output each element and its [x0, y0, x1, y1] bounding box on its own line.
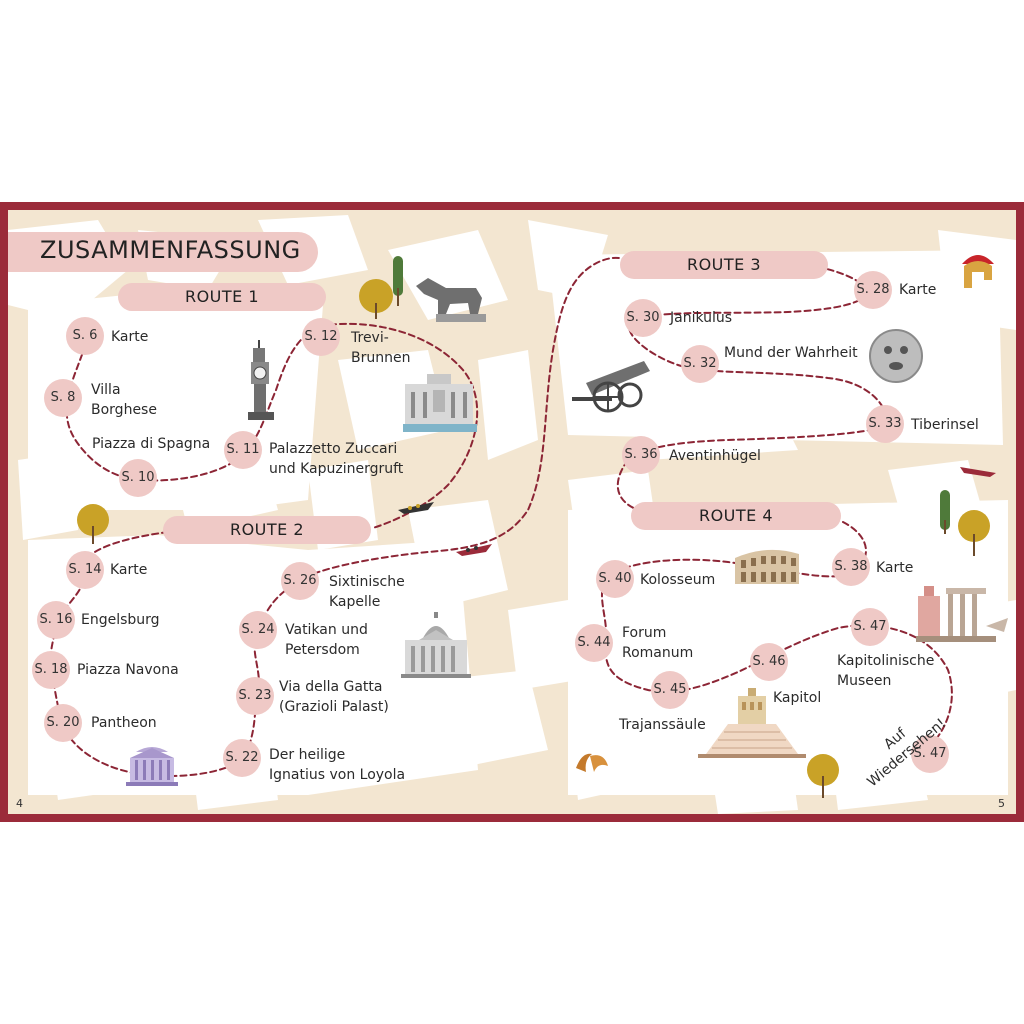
stop-label: Pantheon — [91, 715, 157, 731]
tree-icon — [940, 490, 990, 556]
page-node: S. 32 — [681, 345, 719, 383]
stop-label: Petersdom — [285, 642, 360, 658]
page-number-left: 4 — [16, 797, 23, 810]
stop-label: Museen — [837, 673, 892, 689]
stop-label: Romanum — [622, 645, 694, 661]
page-node: S. 10 — [119, 459, 157, 497]
page-node: S. 26 — [281, 562, 319, 600]
tree-icon — [807, 754, 839, 798]
route-2-banner: ROUTE 2 — [163, 516, 371, 544]
stop-label: Piazza di Spagna — [92, 436, 211, 452]
roman-helmet-icon — [962, 255, 994, 288]
stop-label: Sixtinische — [329, 574, 405, 590]
page-node: S. 11 — [224, 431, 262, 469]
page-title: ZUSAMMENFASSUNG — [40, 236, 301, 264]
stop-label: Brunnen — [351, 350, 411, 366]
stop-label: Kolosseum — [640, 572, 716, 588]
stop-label: Trevi- — [351, 330, 389, 346]
stop-label: Karte — [876, 560, 914, 576]
stop-label: Aventinhügel — [669, 448, 761, 464]
mouth-of-truth-icon — [869, 329, 923, 383]
tree-icon — [77, 504, 109, 544]
clock-tower-icon — [248, 340, 274, 420]
forum-ruins-icon — [916, 586, 1008, 642]
page-node: S. 16 — [37, 601, 75, 639]
page-node: S. 20 — [44, 704, 82, 742]
route-1-banner: ROUTE 1 — [118, 283, 326, 311]
stop-label: Kapelle — [329, 594, 381, 610]
page-node: S. 38 — [832, 548, 870, 586]
page-node: S. 6 — [66, 317, 104, 355]
page-node: S. 8 — [44, 379, 82, 417]
book-spread: ZUSAMMENFASSUNG ROUTE 1 ROUTE 2 ROUTE 3 … — [0, 202, 1024, 822]
stop-label: Forum — [622, 625, 667, 641]
croissant-icon — [576, 753, 608, 772]
stop-label: Palazzetto Zuccari — [269, 441, 398, 457]
stop-label: Karte — [110, 562, 148, 578]
stop-label: Ignatius von Loyola — [269, 767, 406, 783]
gondola-boat-icon — [398, 502, 434, 514]
stop-label: Tiberinsel — [911, 417, 979, 433]
page-node: S. 47 — [911, 735, 949, 773]
stop-label: Der heilige — [269, 747, 346, 763]
gondola-boat-icon — [456, 544, 492, 556]
stop-label: Kapitol — [773, 690, 822, 706]
stop-label: Mund der Wahrheit — [724, 345, 858, 361]
st-peters-icon — [401, 612, 471, 678]
stop-label: Karte — [899, 282, 937, 298]
stop-label: Janikulus — [670, 310, 733, 326]
page-node: S. 12 — [302, 318, 340, 356]
stop-label: Karte — [111, 329, 149, 345]
route-3-banner: ROUTE 3 — [620, 251, 828, 279]
page-node: S. 45 — [651, 671, 689, 709]
page-node: S. 47 — [851, 608, 889, 646]
trevi-fountain-icon — [403, 374, 477, 432]
title-banner: ZUSAMMENFASSUNG — [8, 232, 318, 272]
stop-label: Kapitolinische — [837, 653, 935, 669]
page-node: S. 46 — [750, 643, 788, 681]
page-node: S. 24 — [239, 611, 277, 649]
page-node: S. 18 — [32, 651, 70, 689]
page-number-right: 5 — [998, 797, 1005, 810]
cannon-icon — [572, 361, 650, 413]
page-node: S. 33 — [866, 405, 904, 443]
page-node: S. 23 — [236, 677, 274, 715]
stop-label: (Grazioli Palast) — [279, 699, 389, 715]
page-node: S. 44 — [575, 624, 613, 662]
stop-label: Villa — [91, 382, 121, 398]
capitol-stairs-icon — [698, 688, 806, 758]
page-node: S. 30 — [624, 299, 662, 337]
colosseum-icon — [735, 549, 799, 584]
stop-label: Trajanssäule — [619, 717, 706, 733]
stop-label: Vatikan und — [285, 622, 368, 638]
page-node: S. 36 — [622, 436, 660, 474]
summary-map: ZUSAMMENFASSUNG ROUTE 1 ROUTE 2 ROUTE 3 … — [8, 210, 1016, 814]
stop-label: Engelsburg — [81, 612, 160, 628]
route-4-banner: ROUTE 4 — [631, 502, 841, 530]
page-node: S. 28 — [854, 271, 892, 309]
page-node: S. 40 — [596, 560, 634, 598]
pantheon-icon — [126, 747, 178, 786]
wolf-statue-icon — [359, 256, 486, 322]
stop-label: Borghese — [91, 402, 157, 418]
page-node: S. 22 — [223, 739, 261, 777]
gondola-boat-icon — [960, 467, 996, 477]
stop-label: Via della Gatta — [279, 679, 383, 695]
page-node: S. 14 — [66, 551, 104, 589]
stop-label: Piazza Navona — [77, 662, 179, 678]
stop-label: und Kapuzinergruft — [269, 461, 404, 477]
